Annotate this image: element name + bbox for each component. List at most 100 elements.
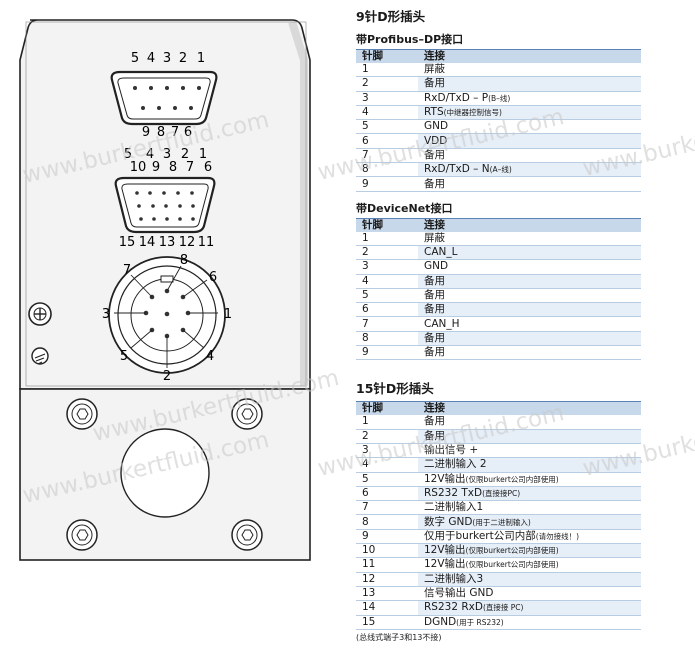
- table-row: 4 二进制输入 2: [356, 457, 641, 473]
- pin-connection: 备用: [418, 302, 641, 318]
- pin-number: 6: [356, 302, 418, 318]
- section-subtitle-profibus: 带Profibus–DP接口: [356, 33, 464, 46]
- column-header-connection: 连接: [418, 401, 641, 416]
- connection-label: GND: [424, 120, 449, 133]
- bolt-icon: [66, 519, 98, 551]
- connection-label: 12V输出: [424, 472, 466, 485]
- connection-note: (A–线): [489, 165, 512, 175]
- pin-number: 4: [356, 457, 418, 473]
- pin-connection: 备用: [418, 148, 641, 164]
- pin-number: 5: [356, 288, 418, 304]
- connection-label: 备用: [424, 77, 445, 90]
- pin-connection: CAN_H: [418, 316, 641, 332]
- pin-label: 2: [179, 51, 187, 66]
- pin-label: 6: [204, 160, 212, 175]
- bolt-icon: [231, 519, 263, 551]
- connection-label: 屏蔽: [424, 231, 445, 244]
- connection-label: 输出信号 +: [424, 444, 479, 457]
- pin-connection: 备用: [418, 288, 641, 304]
- pin-connection: 输出信号 +: [418, 443, 641, 459]
- pin-number: 8: [356, 331, 418, 347]
- table-row: 8 数字 GND(用于二进制输入): [356, 514, 641, 530]
- pin-connection: 12V输出(仅限burkert公司内部使用): [418, 543, 641, 559]
- connection-note: (用于二进制输入): [472, 517, 531, 527]
- pin-label: 5: [120, 349, 128, 364]
- pin-connection: 备用: [418, 274, 641, 289]
- connection-label: 二进制输入 2: [424, 458, 487, 471]
- connection-note: (请勿接线！): [535, 531, 580, 541]
- pin-connection: 仅用于burkert公司内部(请勿接线！): [418, 529, 641, 545]
- section-subtitle-devicenet: 带DeviceNet接口: [356, 201, 453, 215]
- section-title-9pin: 9针D形插头: [356, 9, 426, 24]
- connection-label: RS232 RxD: [424, 601, 483, 614]
- pin-connection: VDD: [418, 133, 641, 149]
- connection-label: DGND: [424, 615, 457, 628]
- pin-label: 6: [209, 270, 217, 285]
- pin-label: 2: [163, 369, 171, 384]
- pin-number: 9: [356, 176, 418, 192]
- pin-label: 7: [171, 125, 179, 140]
- pin-number: 7: [356, 500, 418, 516]
- pin-number: 8: [356, 162, 418, 178]
- connection-label: 备用: [424, 415, 445, 428]
- pin-number: 7: [356, 316, 418, 332]
- connection-label: 备用: [424, 346, 445, 359]
- pin-number: 10: [356, 543, 418, 559]
- connection-note: (直接接PC): [482, 488, 521, 498]
- table-footnote: (总线式端子3和13不接): [356, 632, 442, 642]
- table-row: 9 备用: [356, 176, 641, 192]
- pin-number: 11: [356, 557, 418, 573]
- pin-label: 9: [152, 160, 160, 175]
- column-header-connection: 连接: [418, 218, 641, 232]
- pin-label: 8: [169, 160, 177, 175]
- pin-connection: RxD/TxD – P(B–线): [418, 91, 641, 106]
- connection-label: 仅用于burkert公司内部: [424, 529, 536, 542]
- connection-label: 备用: [424, 177, 445, 190]
- pin-connection: DGND(用于 RS232): [418, 615, 641, 630]
- pin-connection: 12V输出(仅限burkert公司内部使用): [418, 472, 641, 487]
- ground-symbol-icon: [31, 347, 49, 365]
- pin-connection: 屏蔽: [418, 63, 641, 78]
- pin-number: 3: [356, 259, 418, 275]
- pin-number: 1: [356, 231, 418, 246]
- pin-connection: 备用: [418, 331, 641, 347]
- connection-label: 12V输出: [424, 544, 466, 557]
- connection-label: 12V输出: [424, 558, 466, 571]
- pin-connection: 备用: [418, 76, 641, 92]
- connection-label: 备用: [424, 274, 445, 287]
- connection-note: (仅限burkert公司内部使用): [465, 474, 559, 484]
- connection-label: RTS: [424, 106, 444, 119]
- pin-connection: RS232 TxD(直接接PC): [418, 486, 641, 502]
- pin-label: 9: [142, 125, 150, 140]
- pin-label: 2: [181, 147, 189, 162]
- column-header-pin: 针脚: [356, 401, 418, 416]
- pin-number: 5: [356, 119, 418, 135]
- port-hole: [120, 428, 210, 518]
- pin-connection: 信号输出 GND: [418, 586, 641, 602]
- column-header-connection: 连接: [418, 49, 641, 63]
- connection-label: 数字 GND: [424, 515, 473, 528]
- pin-number: 8: [356, 514, 418, 530]
- pin-number: 6: [356, 133, 418, 149]
- pin-connection: 二进制输入 2: [418, 457, 641, 473]
- pin-connection: GND: [418, 259, 641, 275]
- bolt-icon: [231, 398, 263, 430]
- pin-connection: GND: [418, 119, 641, 135]
- pin-label: 3: [163, 51, 171, 66]
- bolt-icon: [66, 398, 98, 430]
- connection-label: 备用: [424, 289, 445, 301]
- pin-number: 12: [356, 572, 418, 587]
- pin-label: 7: [123, 263, 131, 278]
